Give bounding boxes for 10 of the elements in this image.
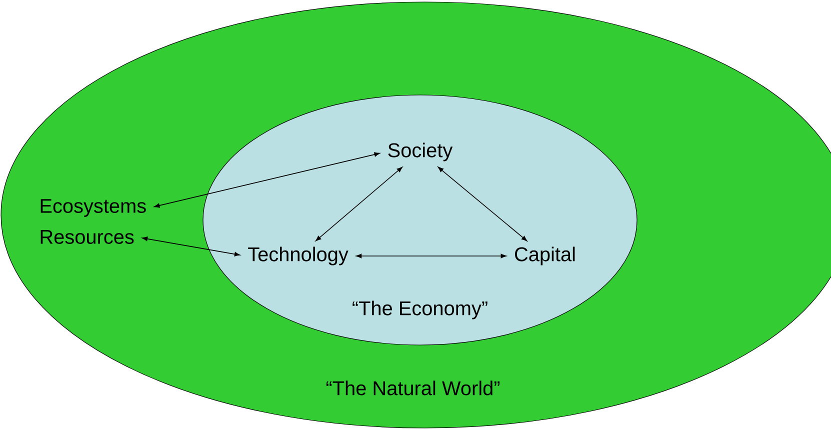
node-label: Ecosystems	[40, 199, 146, 217]
arrow	[315, 166, 403, 242]
node-label: Capital	[515, 246, 575, 266]
arrow	[154, 152, 380, 208]
node-label: Technology	[248, 246, 348, 266]
node-label: Resources	[40, 230, 134, 244]
arrow	[356, 254, 506, 258]
arrow	[438, 166, 528, 242]
arrow	[142, 236, 240, 256]
node-label: Society	[388, 142, 453, 162]
